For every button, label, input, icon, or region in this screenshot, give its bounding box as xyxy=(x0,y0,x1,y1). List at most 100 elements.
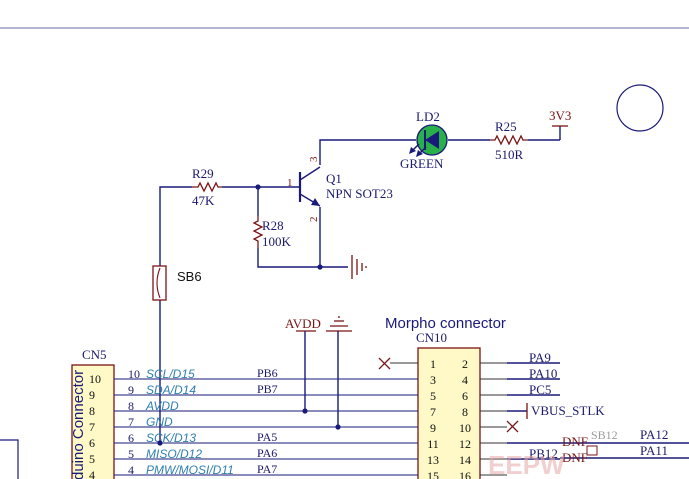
cn10-pin-number: 2 xyxy=(462,357,468,371)
ld2-ref: LD2 xyxy=(416,109,440,124)
cn10-pin-number: 6 xyxy=(462,389,468,403)
cn5-pin-label: SCK/D13 xyxy=(146,431,196,445)
cn10-pin-number: 14 xyxy=(459,453,471,467)
cn10-pin-number: 15 xyxy=(427,469,439,479)
power-3v3-label: 3V3 xyxy=(549,108,571,123)
cn5-pin-number: 8 xyxy=(128,399,134,413)
cn5-outer-pin: 4 xyxy=(89,468,95,479)
cn5-pin-number: 5 xyxy=(128,447,134,461)
cn5-net-label: PB6 xyxy=(257,366,278,380)
q1-pin-base: 1 xyxy=(287,177,293,189)
dnf-label-2: DNF xyxy=(562,450,588,465)
avdd-label: AVDD xyxy=(285,316,321,331)
cn10-pin-number: 16 xyxy=(459,469,471,479)
cn5-body xyxy=(71,364,115,479)
cn5-net-label: PB7 xyxy=(257,382,278,396)
watermark-logo: EEPW xyxy=(488,450,565,479)
cn10-pin-number: 9 xyxy=(430,421,436,435)
junction-dot xyxy=(255,184,261,190)
cn5-outer-pin: 5 xyxy=(89,452,95,466)
ld2-color: GREEN xyxy=(400,156,444,171)
solder-bridge-sb6 xyxy=(152,265,167,301)
cn5-ref: CN5 xyxy=(82,347,107,362)
cn5-pin-number: 7 xyxy=(128,415,134,429)
cn5-pin-number: 9 xyxy=(128,383,134,397)
no-connect-pin10 xyxy=(506,420,519,433)
cn5-pin-label: MISO/D12 xyxy=(146,447,202,461)
cn5-pin-label: SDA/D14 xyxy=(146,383,196,397)
cn10-pin-number: 4 xyxy=(462,373,468,387)
q1-pin-emitter: 2 xyxy=(308,217,320,223)
cn5-pin-number: 4 xyxy=(128,463,134,477)
cn5-net-label: PA6 xyxy=(257,446,277,460)
pa12-label: PA12 xyxy=(640,427,668,442)
cn5-pin-number: 6 xyxy=(128,431,134,445)
sb12-label: SB12 xyxy=(591,428,618,442)
cn10-net-label: PB12 xyxy=(529,446,558,461)
cn5-title: Arduino Connector xyxy=(70,370,87,479)
cn5-pin-label: PMW/MOSI/D11 xyxy=(146,463,234,477)
cn10-pin-number: 3 xyxy=(430,373,436,387)
cn10-ref: CN10 xyxy=(416,330,447,345)
sb6-ref: SB6 xyxy=(177,269,202,284)
no-connect-pin1 xyxy=(378,357,391,370)
transistor-q1 xyxy=(298,166,321,207)
vbus-stlk-label: VBUS_STLK xyxy=(531,403,605,418)
cn10-net-label: PA10 xyxy=(529,366,557,381)
morpho-title: Morpho connector xyxy=(385,315,506,332)
q1-ref: Q1 xyxy=(326,171,342,186)
fiducial-circle xyxy=(616,84,664,132)
cn10-pin-number: 12 xyxy=(459,437,471,451)
cn10-right-pins: 2 PA9 4 PA10 6 PC5 8 10 12 14 PB12 16 xyxy=(459,350,560,479)
cn5-outer-pin: 6 xyxy=(89,436,95,450)
cn10-pin-number: 10 xyxy=(459,421,471,435)
r29-value: 47K xyxy=(192,193,215,208)
cn5-outer-pin: 8 xyxy=(89,404,95,418)
cn10-body xyxy=(417,347,481,479)
r25-ref: R25 xyxy=(495,119,517,134)
junction-dot xyxy=(317,264,323,270)
cn5-net-label: PA7 xyxy=(257,462,277,476)
cn10-pin-number: 1 xyxy=(430,357,436,371)
sheet-frame-partial xyxy=(0,439,19,479)
cn5-pin-label: GND xyxy=(146,415,173,429)
wire-r28-gnd xyxy=(257,248,348,268)
cn5-outer-pin: 9 xyxy=(89,388,95,402)
junction-dot xyxy=(157,440,163,446)
led-ld2 xyxy=(409,124,448,157)
junction-dot xyxy=(302,408,308,414)
wire-sb6-r29 xyxy=(159,186,192,266)
cn10-net-label: PC5 xyxy=(529,382,551,397)
cn10-pin-number: 13 xyxy=(427,453,439,467)
resistor-r29 xyxy=(192,181,222,193)
dnf-solder-bridges xyxy=(560,442,689,459)
wire-collector-led xyxy=(319,139,416,165)
q1-pin-collector: 3 xyxy=(308,156,320,162)
q1-value: NPN SOT23 xyxy=(326,186,393,201)
cn5-outer-pin: 10 xyxy=(89,372,101,386)
cn10-pin-number: 7 xyxy=(430,405,436,419)
cn10-pin-number: 8 xyxy=(462,405,468,419)
r28-value: 100K xyxy=(262,234,292,249)
cn5-outer-pin: 7 xyxy=(89,420,95,434)
r28-ref: R28 xyxy=(262,218,284,233)
cn5-pin-label: SCL/D15 xyxy=(146,367,195,381)
dnf-label-1: DNF xyxy=(562,434,588,449)
pa11-label: PA11 xyxy=(640,443,668,458)
cn10-net-label: PA9 xyxy=(529,350,551,365)
resistor-r25 xyxy=(490,134,528,146)
junction-dot xyxy=(335,424,341,430)
cn10-pin-number: 5 xyxy=(430,389,436,403)
ground-symbol-2 xyxy=(326,316,352,332)
cn10-pin-number: 11 xyxy=(427,437,439,451)
cn5-net-label: PA5 xyxy=(257,430,277,444)
cn5-pin-number: 10 xyxy=(128,367,140,381)
resistor-r28 xyxy=(252,216,264,248)
cn5-pin-label: AVDD xyxy=(145,399,179,413)
ground-symbol xyxy=(351,255,367,279)
r29-ref: R29 xyxy=(192,166,214,181)
